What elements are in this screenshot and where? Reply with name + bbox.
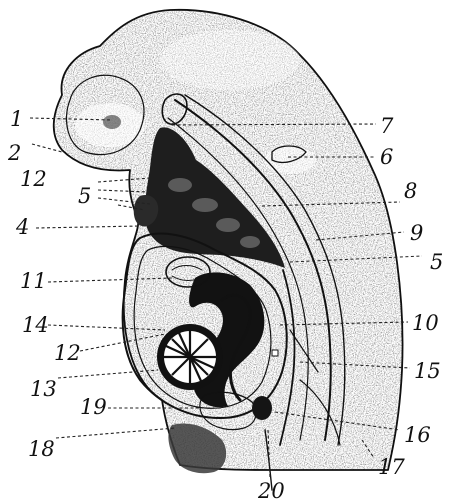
label-9: 9 — [410, 221, 423, 245]
label-16: 16 — [404, 423, 431, 447]
label-17: 17 — [378, 455, 405, 479]
label-7: 7 — [380, 114, 394, 138]
label-5-left: 5 — [78, 184, 91, 208]
label-3: 12 — [20, 167, 47, 191]
label-11: 11 — [20, 269, 47, 293]
label-12: 12 — [54, 341, 81, 365]
small-vessel — [272, 350, 278, 356]
label-2: 2 — [7, 141, 21, 165]
label-14: 14 — [22, 313, 49, 337]
label-15: 15 — [414, 359, 441, 383]
label-19: 19 — [80, 395, 107, 419]
vitelline-vein — [252, 396, 272, 420]
label-10: 10 — [412, 311, 439, 335]
label-8: 8 — [404, 179, 417, 203]
label-4: 4 — [15, 215, 29, 239]
label-5-right: 5 — [430, 250, 443, 274]
label-13: 13 — [30, 377, 57, 401]
label-20: 20 — [257, 479, 285, 503]
label-1: 1 — [10, 107, 23, 131]
label-18: 18 — [28, 437, 55, 461]
dark-spot — [103, 115, 121, 129]
label-6: 6 — [380, 145, 393, 169]
